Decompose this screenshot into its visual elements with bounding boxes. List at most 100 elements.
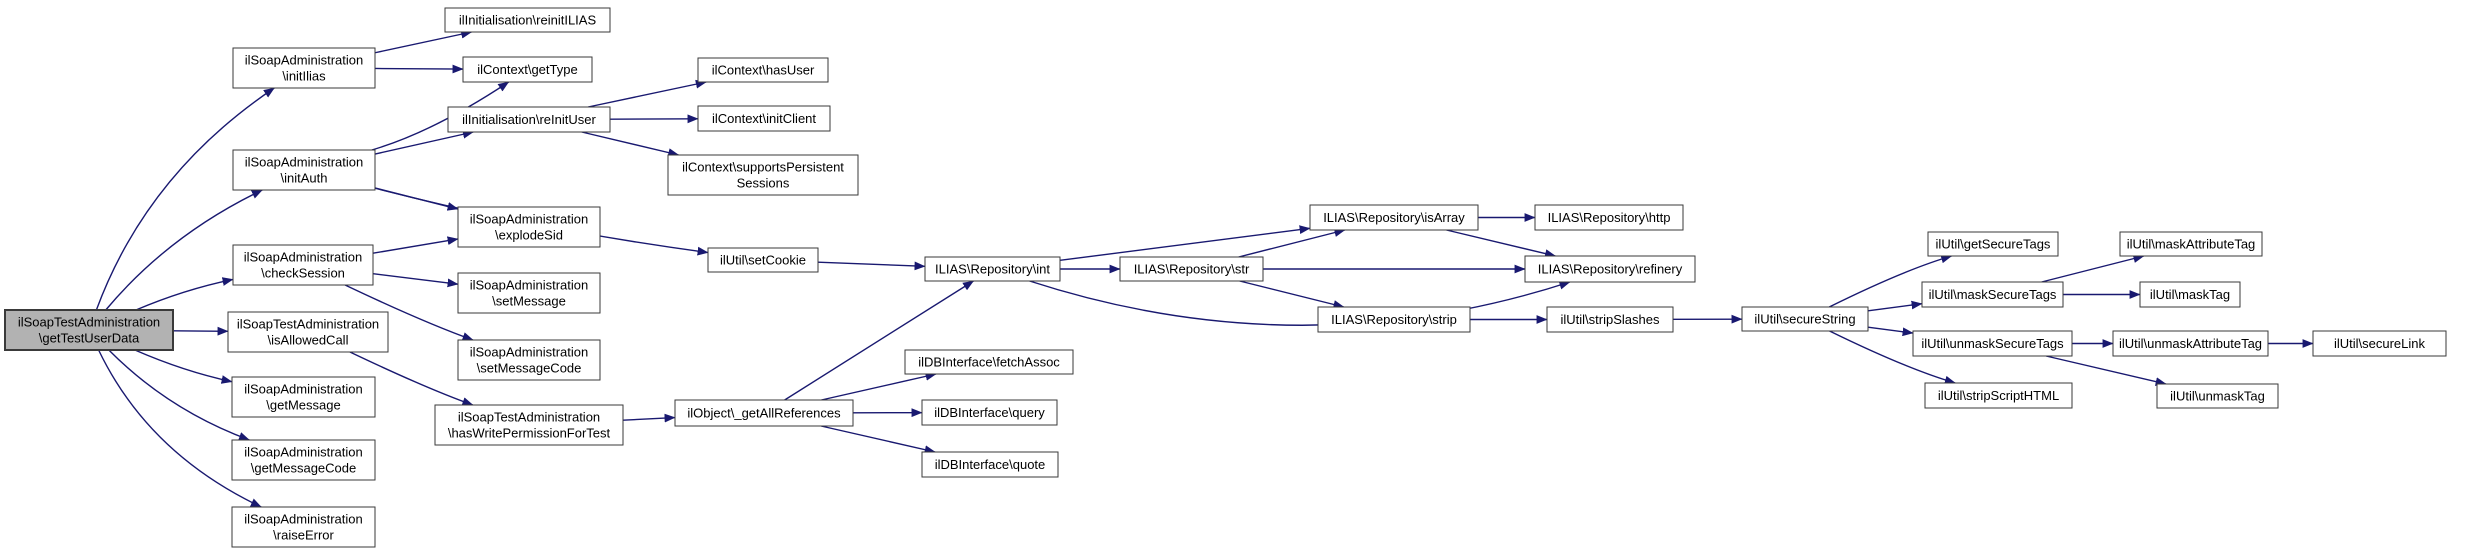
node-label: ilUtil\unmaskTag: [2170, 389, 2265, 404]
node-getMessageCode[interactable]: ilSoapAdministration\getMessageCode: [232, 440, 375, 480]
edge-hasWritePermissionForTest-getAllReferences: [623, 418, 675, 421]
node-label: ilUtil\secureLink: [2334, 336, 2426, 351]
node-label: ilContext\getType: [477, 62, 577, 77]
node-stripScriptHTML[interactable]: ilUtil\stripScriptHTML: [1925, 383, 2072, 408]
edge-getTestUserData-raiseError: [99, 350, 262, 507]
node-label: \initIlias: [282, 69, 326, 84]
node-label: ilSoapAdministration: [470, 278, 589, 293]
node-initAuth[interactable]: ilSoapAdministration\initAuth: [233, 150, 375, 190]
node-explodeSid[interactable]: ilSoapAdministration\explodeSid: [458, 207, 600, 247]
node-setCookie[interactable]: ilUtil\setCookie: [708, 248, 818, 272]
node-label: \getMessage: [266, 398, 340, 413]
node-label: \hasWritePermissionForTest: [448, 426, 611, 441]
node-label: ilUtil\setCookie: [720, 253, 806, 268]
edge-initAuth-reInitUser: [375, 132, 473, 154]
node-isArray[interactable]: ILIAS\Repository\isArray: [1310, 205, 1478, 230]
node-secureString[interactable]: ilUtil\secureString: [1742, 307, 1868, 331]
node-getSecureTags[interactable]: ilUtil\getSecureTags: [1928, 232, 2058, 256]
node-getTestUserData: ilSoapTestAdministration\getTestUserData: [5, 310, 173, 350]
node-fetchAssoc[interactable]: ilDBInterface\fetchAssoc: [905, 350, 1073, 374]
edge-secureString-unmaskSecureTags: [1868, 327, 1913, 333]
node-initClient[interactable]: ilContext\initClient: [698, 106, 830, 131]
node-label: ILIAS\Repository\str: [1134, 262, 1250, 277]
node-setMessageCode[interactable]: ilSoapAdministration\setMessageCode: [458, 340, 600, 380]
edge-checkSession-setMessage: [373, 274, 458, 285]
node-label: ilUtil\stripScriptHTML: [1938, 388, 2059, 403]
node-label: ilSoapAdministration: [244, 445, 363, 460]
node-int[interactable]: ILIAS\Repository\int: [925, 257, 1060, 281]
edge-getAllReferences-fetchAssoc: [821, 374, 936, 400]
node-label: ilUtil\stripSlashes: [1561, 312, 1660, 327]
node-setMessage[interactable]: ilSoapAdministration\setMessage: [458, 273, 600, 313]
node-strip[interactable]: ILIAS\Repository\strip: [1318, 307, 1470, 332]
edge-checkSession-explodeSid: [373, 239, 458, 253]
node-label: ILIAS\Repository\refinery: [1538, 262, 1683, 277]
node-label: \getMessageCode: [251, 461, 357, 476]
node-stripSlashes[interactable]: ilUtil\stripSlashes: [1547, 307, 1673, 332]
edge-setCookie-int: [818, 262, 925, 266]
node-label: \checkSession: [261, 266, 345, 281]
node-getMessage[interactable]: ilSoapAdministration\getMessage: [232, 377, 375, 417]
node-label: ilUtil\maskAttributeTag: [2127, 237, 2256, 252]
node-label: ILIAS\Repository\http: [1548, 210, 1671, 225]
edge-unmaskSecureTags-unmaskTag: [2046, 356, 2166, 384]
node-refinery[interactable]: ILIAS\Repository\refinery: [1525, 256, 1695, 282]
node-label: ilSoapAdministration: [244, 250, 363, 265]
node-maskSecureTags[interactable]: ilUtil\maskSecureTags: [1922, 282, 2063, 307]
node-label: ilSoapTestAdministration: [18, 315, 160, 330]
node-label: ilUtil\maskTag: [2150, 287, 2230, 302]
edge-maskSecureTags-maskAttributeTag: [2042, 256, 2144, 282]
node-label: ilContext\initClient: [712, 111, 816, 126]
node-reInitUser[interactable]: ilInitialisation\reInitUser: [448, 107, 610, 132]
node-maskTag[interactable]: ilUtil\maskTag: [2140, 282, 2240, 307]
node-label: ilSoapAdministration: [245, 155, 364, 170]
edge-initIlias-getType: [375, 68, 463, 69]
edge-str-strip: [1240, 281, 1344, 307]
edge-getTestUserData-getMessageCode: [109, 350, 250, 440]
node-label: ilInitialisation\reInitUser: [462, 112, 596, 127]
edge-initIlias-reinitILIAS: [375, 32, 472, 53]
node-unmaskTag[interactable]: ilUtil\unmaskTag: [2157, 384, 2278, 408]
edge-getTestUserData-checkSession: [136, 279, 233, 310]
node-unmaskAttributeTag[interactable]: ilUtil\unmaskAttributeTag: [2113, 331, 2268, 356]
node-isAllowedCall[interactable]: ilSoapTestAdministration\isAllowedCall: [228, 312, 388, 352]
node-query[interactable]: ilDBInterface\query: [922, 400, 1057, 425]
node-label: ilUtil\maskSecureTags: [1929, 287, 2057, 302]
node-secureLink[interactable]: ilUtil\secureLink: [2313, 331, 2446, 356]
edge-getAllReferences-int: [785, 281, 974, 400]
node-label: ilSoapTestAdministration: [237, 317, 379, 332]
node-label: \getTestUserData: [39, 331, 140, 346]
node-label: ilUtil\unmaskAttributeTag: [2119, 336, 2262, 351]
node-label: ilUtil\getSecureTags: [1936, 237, 2051, 252]
node-maskAttributeTag[interactable]: ilUtil\maskAttributeTag: [2120, 232, 2262, 256]
node-label: ilSoapAdministration: [470, 212, 589, 227]
node-label: \setMessage: [492, 294, 566, 309]
node-unmaskSecureTags[interactable]: ilUtil\unmaskSecureTags: [1913, 331, 2072, 356]
node-getType[interactable]: ilContext\getType: [463, 57, 592, 82]
node-label: ilContext\hasUser: [712, 63, 815, 78]
node-label: \explodeSid: [495, 228, 563, 243]
node-label: \raiseError: [273, 528, 334, 543]
node-initIlias[interactable]: ilSoapAdministration\initIlias: [233, 48, 375, 88]
edge-getTestUserData-getMessage: [135, 350, 232, 382]
node-label: ilSoapAdministration: [244, 382, 363, 397]
node-label: \isAllowedCall: [268, 333, 349, 348]
edge-reInitUser-hasUser: [588, 82, 706, 107]
node-label: ilSoapAdministration: [470, 345, 589, 360]
node-raiseError[interactable]: ilSoapAdministration\raiseError: [232, 507, 375, 547]
node-http[interactable]: ILIAS\Repository\http: [1535, 205, 1683, 230]
node-label: \setMessageCode: [477, 361, 582, 376]
node-label: ilContext\supportsPersistent: [682, 160, 844, 175]
node-label: ilUtil\secureString: [1754, 312, 1855, 327]
node-quote[interactable]: ilDBInterface\quote: [922, 452, 1058, 477]
node-checkSession[interactable]: ilSoapAdministration\checkSession: [233, 245, 373, 285]
edge-isArray-refinery: [1446, 230, 1555, 256]
node-hasWritePermissionForTest[interactable]: ilSoapTestAdministration\hasWritePermiss…: [435, 405, 623, 445]
node-getAllReferences[interactable]: ilObject\_getAllReferences: [675, 400, 853, 426]
node-reinitILIAS[interactable]: ilInitialisation\reinitILIAS: [445, 8, 610, 32]
node-label: ilInitialisation\reinitILIAS: [459, 13, 597, 28]
node-str[interactable]: ILIAS\Repository\str: [1120, 257, 1263, 281]
node-hasUser[interactable]: ilContext\hasUser: [698, 58, 828, 82]
